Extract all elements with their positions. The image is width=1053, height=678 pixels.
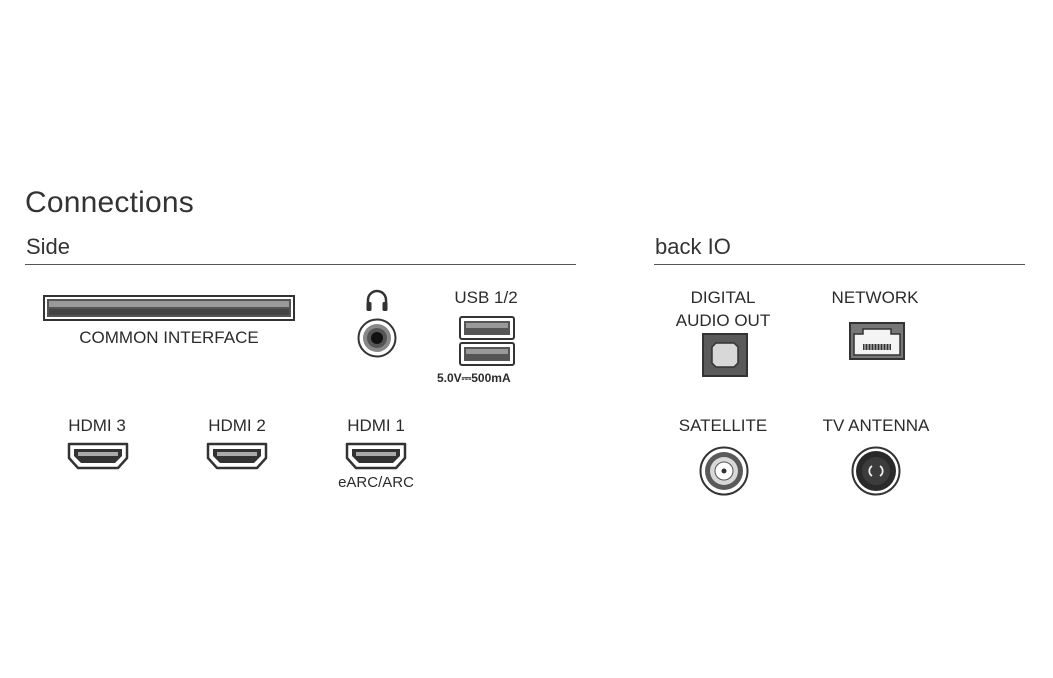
usb-spec-label: 5.0V⎓500mA [437,371,511,385]
section-back-divider [654,264,1025,265]
common-interface-label: COMMON INTERFACE [79,328,259,347]
page-title: Connections [25,186,194,219]
hdmi-port-icon [344,442,408,470]
section-side-heading: Side [26,234,71,259]
digital-audio-out-label-line2: AUDIO OUT [675,311,771,330]
usb-port-icon [459,316,515,366]
satellite-label: SATELLITE [678,416,768,435]
hdmi2-label: HDMI 2 [208,416,266,435]
hdmi-port-icon [66,442,130,470]
coax-port-icon [851,446,901,496]
network-label: NETWORK [831,288,919,307]
optical-port-icon [702,333,748,377]
ci-slot-icon [43,295,295,321]
hdmi-port-icon [205,442,269,470]
hdmi3-label: HDMI 3 [68,416,126,435]
hdmi1-label: HDMI 1 [347,416,405,435]
coax-port-icon [699,446,749,496]
section-back-heading: back IO [655,234,731,259]
hdmi1-earc-label: eARC/ARC [338,474,414,491]
digital-audio-out-label-line1: DIGITAL [690,288,756,307]
headphone-jack-icon [357,318,397,358]
tv-antenna-label: TV ANTENNA [822,416,930,435]
ethernet-port-icon [849,322,905,360]
section-side-divider [25,264,576,265]
headphone-icon [364,288,390,314]
usb-label: USB 1/2 [454,288,518,307]
